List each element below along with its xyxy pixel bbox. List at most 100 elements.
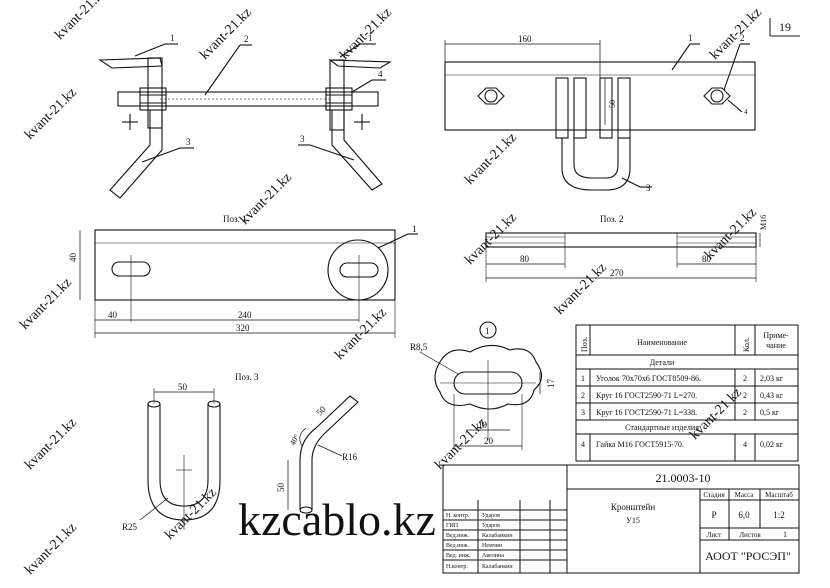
signature-name: Авелина [482,553,504,559]
watermark: kvant-21.kz [17,275,75,333]
title-block-text: 21.0003-10 Кронштейн У15 Стадия Масса Ма… [446,471,793,570]
spec-row-note: 0,02 кг [760,440,784,449]
callout-label: 3 [646,183,651,193]
watermark: kvant-21.kz [462,130,520,188]
callout-label: 1 [688,33,693,43]
pos3-title: Поз. 3 [235,372,259,382]
dim-weld-radius: R8,5 [410,342,428,352]
callout-label: 2 [740,33,745,43]
watermark-big: kzcablo.kz [238,494,436,545]
dim-leg: 50 [276,483,286,493]
callout-label: 2 [244,34,249,44]
signature-role: ГИП [446,523,459,529]
signature-name: Калабанкин [482,563,513,570]
callout-label: 1 [368,33,373,43]
dim-slot-height: 50 [608,100,617,108]
sheet-label: Лист [707,531,722,539]
pos1-title: Поз. 1 [223,214,247,224]
spec-row-pos: 2 [581,391,585,400]
top-view-labels: 160 50 1 2 4 3 [518,33,748,193]
pos2-rod [485,232,761,282]
callout-label: 4 [744,108,748,116]
item-name: Кронштейн [611,502,655,512]
watermark: kvant-21.kz [332,305,390,363]
spec-section-details: Детали [650,358,675,367]
signature-name: Ударов [482,523,500,529]
dim-ubolt-width: 50 [178,382,188,392]
callout-label: 3 [186,137,191,147]
dim-thread-left: 80 [520,254,530,264]
spec-row-pos: 4 [581,440,585,449]
callout-label: 1 [170,33,175,43]
signature-role: Н. контр. [446,513,470,519]
dim-ubolt-radius: R25 [122,522,138,532]
watermark: kvant-21.kz [337,5,395,63]
spec-row-name: Круг 16 ГОСТ2590-71 L=338. [596,408,697,417]
watermark: kvant-21.kz [462,210,520,268]
watermark: kvant-21.kz [52,0,110,43]
spec-header-note-1: Приме- [763,331,789,340]
watermark: kvant-21.kz [22,85,80,143]
spec-table-text: Поз. Наименование Кол. Приме- чание Дета… [580,331,789,449]
scale-label: Масштаб [765,491,793,499]
pos1-plate [79,229,418,338]
detail-1 [419,321,543,450]
dim-plate-height: 40 [68,253,78,263]
spec-row-qty: 2 [743,374,747,383]
dim-top-leg: 50 [314,404,328,418]
signature-role: Н.контр. [446,564,468,570]
signature-name: Немчин [482,543,503,549]
spec-row-pos: 1 [581,374,585,383]
spec-row-qty: 2 [743,408,747,417]
signature-role: Вед.инж. [446,533,470,539]
sheet-number: 19 [779,20,791,34]
spec-row-qty: 4 [743,440,747,449]
pos2-title: Поз. 2 [600,214,624,224]
scale-value: 1:2 [773,510,785,520]
stage-label: Стадия [703,491,725,499]
assembly-side-view [98,43,392,199]
signature-name: Калабанкин [482,532,513,539]
spec-header-note-2: чание [766,341,786,350]
dim-rod-length: 270 [610,268,624,278]
watermark: kvant-21.kz [22,415,80,473]
callout-label: 3 [300,134,305,144]
pos3-bent [287,395,359,514]
spec-row-note: 0,43 кг [760,391,784,400]
pos3-ubolt [139,388,221,530]
spec-row-pos: 3 [581,408,585,417]
doc-number: 21.0003-10 [656,471,711,485]
signature-role: Вед.инж. [446,543,470,549]
top-view [444,40,756,191]
detail-1-labels: 1 R8,5 17 10 20 [410,326,556,446]
pos2-dims: 80 80 270 M16 [520,215,768,278]
watermark: kvant-21.kz [22,520,80,578]
dim-plate-edge: 40 [108,310,118,320]
dim-bend-radius: R16 [342,452,358,462]
spec-section-standard: Стандартные изделия [625,423,699,432]
spec-row-note: 0,5 кг [760,408,780,417]
signature-role: Вед. инж. [446,553,471,559]
mass-label: Масса [735,491,755,499]
dim-angle: 40° [288,433,301,447]
dim-weld-inner: 10 [478,420,488,430]
callout-label: 4 [378,69,383,79]
spec-row-name: Гайка М16 ГОСТ5915-70. [596,440,684,449]
signature-name: Ударов [482,513,500,519]
detail-mark: 1 [485,326,490,336]
spec-row-name: Уголок 70х70х6 ГОСТ8509-86. [596,374,701,383]
title-block [442,464,800,574]
watermark: kvant-21.kz [162,485,220,543]
watermark: kvant-21.kz [552,260,610,318]
sheet-number-box: 19 [769,18,800,37]
organization: АООТ "РОСЭП" [705,549,791,563]
spec-row-name: Круг 16 ГОСТ2590-71 L=270. [596,391,697,400]
dim-offset: 160 [518,34,532,44]
dim-slot-pitch: 240 [238,310,252,320]
spec-header-qty: Кол. [742,337,751,352]
spec-row-qty: 2 [743,391,747,400]
pos1-dims: 40 40 240 320 1 [68,224,417,333]
mass-value: 6,0 [738,510,750,520]
spec-table [575,324,799,462]
